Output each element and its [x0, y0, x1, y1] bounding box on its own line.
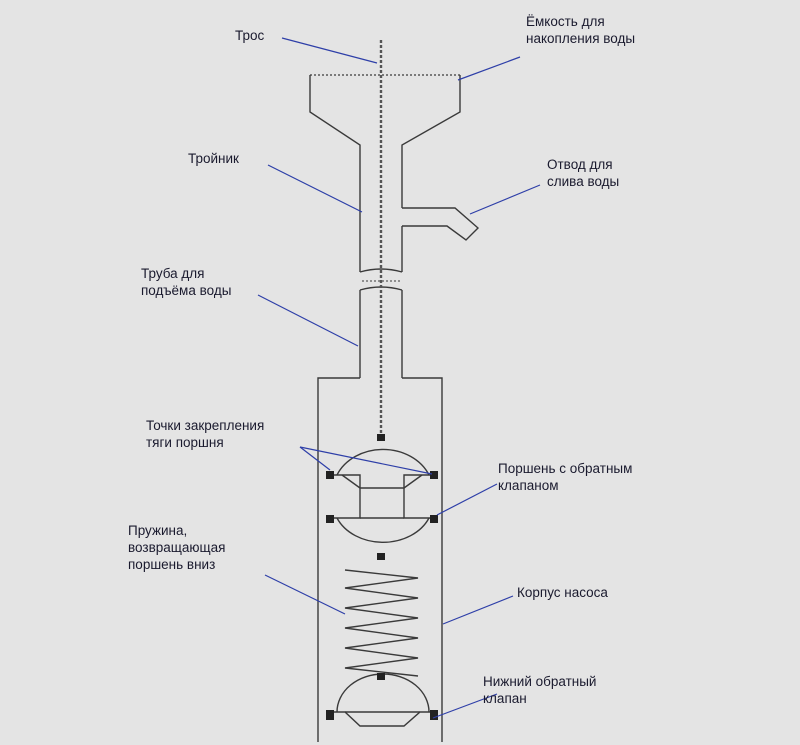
- piston-top-anchor: [377, 434, 385, 441]
- leader-pipe: [257, 294, 359, 347]
- label-tank: Ёмкость для накопления воды: [526, 14, 635, 46]
- piston-upper-arc: [336, 448, 430, 476]
- piston-bottom-anchor: [377, 553, 385, 560]
- label-pipe: Труба для подъёма воды: [141, 266, 231, 298]
- tee-outlet: [401, 207, 480, 272]
- piston: [326, 434, 438, 560]
- leader-points-right: [299, 446, 433, 475]
- piston-bottom-left-mark: [326, 515, 334, 523]
- bottom-valve-right-mark: [430, 710, 438, 720]
- spring: [344, 569, 419, 677]
- leader-points-left: [299, 446, 331, 471]
- leader-tank: [457, 56, 521, 81]
- label-piston: Поршень с обратным клапаном: [498, 461, 636, 493]
- lift-pipe: [359, 290, 403, 378]
- leader-tros: [281, 37, 378, 64]
- outlet-pipe: [402, 207, 480, 241]
- piston-left-block: [326, 474, 361, 519]
- water-tank: [309, 74, 461, 272]
- piston-bottom-right-mark: [430, 515, 438, 523]
- leader-outlet: [469, 184, 541, 215]
- attach-point-left: [326, 471, 334, 479]
- piston-lower-arc: [336, 517, 430, 544]
- tank-left-wall: [309, 75, 361, 272]
- leader-piston: [436, 483, 498, 516]
- label-spring: Пружина, возвращающая поршень вниз: [128, 523, 229, 572]
- label-outlet: Отвод для слива воды: [547, 157, 619, 189]
- piston-right-block: [403, 474, 438, 519]
- label-points: Точки закрепления тяги поршня: [146, 418, 268, 450]
- label-tee: Тройник: [188, 151, 239, 166]
- bottom-valve-top-anchor: [377, 673, 385, 680]
- label-bottom-valve: Нижний обратный клапан: [483, 674, 600, 706]
- tank-right-wall: [401, 75, 461, 208]
- leader-body: [442, 595, 514, 625]
- leader-bottom-valve: [432, 693, 498, 719]
- piston-valve-seat: [341, 474, 423, 489]
- leader-lines: [257, 37, 541, 719]
- label-body: Корпус насоса: [517, 585, 608, 600]
- bottom-valve-left-mark: [326, 710, 334, 720]
- pipe-break-upper: [359, 268, 403, 273]
- bottom-valve: [326, 673, 438, 727]
- attach-point-right: [430, 471, 438, 479]
- labels: Трос Ёмкость для накопления воды Тройник…: [128, 14, 636, 706]
- leader-tee: [267, 164, 363, 213]
- pump-body: [317, 377, 443, 742]
- leader-spring: [264, 574, 346, 615]
- label-tros: Трос: [235, 28, 265, 43]
- bottom-valve-seat: [330, 711, 436, 727]
